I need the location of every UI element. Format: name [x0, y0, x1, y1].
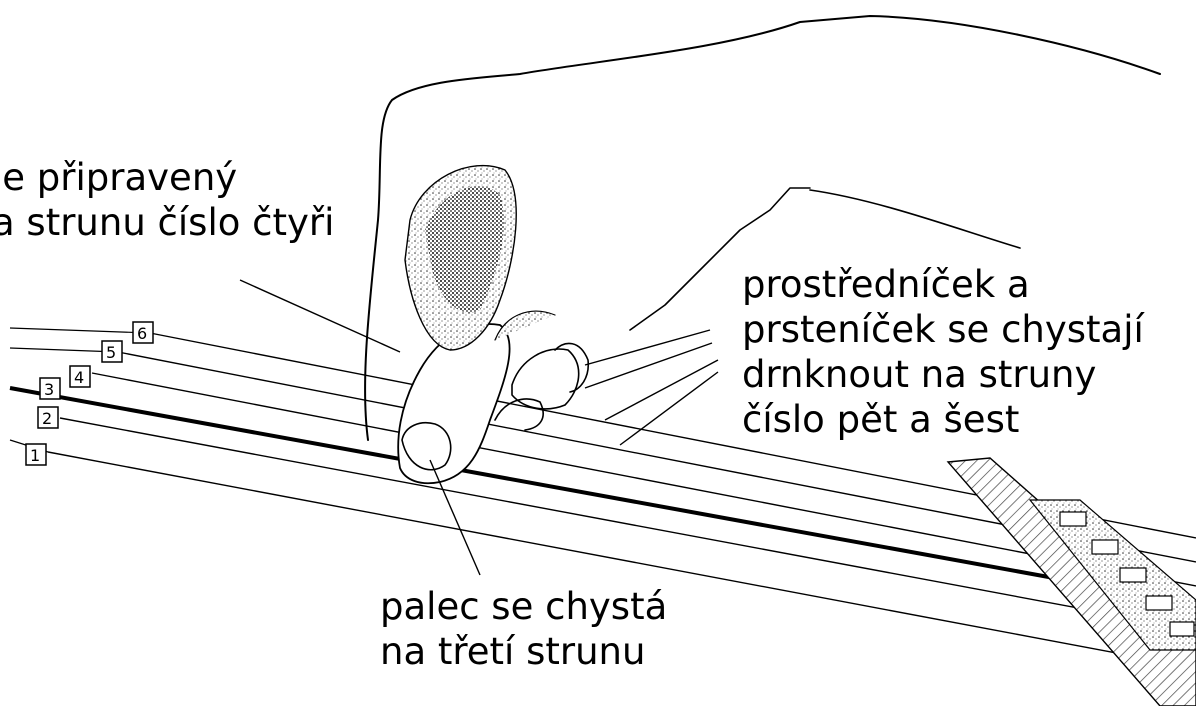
svg-text:3: 3 — [44, 380, 54, 399]
caption-middle-ring: prostředníček a prsteníček se chystají d… — [742, 262, 1144, 442]
caption-middle-line-3: drnknout na struny — [742, 352, 1144, 397]
caption-index-line-2: a strunu číslo čtyři — [0, 200, 334, 245]
svg-text:4: 4 — [74, 368, 84, 387]
caption-index-line-1: je připravený — [0, 155, 334, 200]
pointer-thumb — [430, 460, 480, 575]
string-box-2: 2 — [38, 407, 58, 428]
svg-text:6: 6 — [137, 324, 147, 343]
svg-text:2: 2 — [42, 409, 52, 428]
caption-middle-line-4: číslo pět a šest — [742, 397, 1144, 442]
string-box-4: 4 — [70, 366, 90, 387]
caption-thumb-line-1: palec se chystá — [380, 584, 667, 629]
string-number-boxes: 1 2 3 4 5 6 — [26, 322, 153, 465]
pointer-middle-3 — [605, 360, 718, 420]
pointer-middle-2 — [585, 343, 712, 388]
guitar-bridge — [948, 458, 1196, 706]
svg-text:5: 5 — [106, 343, 116, 362]
caption-index-finger: je připravený a strunu číslo čtyři — [0, 155, 334, 245]
pointer-middle-1 — [585, 330, 710, 365]
pointer-index — [240, 280, 400, 352]
caption-thumb: palec se chystá na třetí strunu — [380, 584, 667, 674]
string-box-6: 6 — [133, 322, 153, 343]
caption-middle-line-2: prsteníček se chystají — [742, 307, 1144, 352]
string-box-3: 3 — [40, 378, 60, 399]
string-box-1: 1 — [26, 444, 46, 465]
svg-text:1: 1 — [30, 446, 40, 465]
string-box-5: 5 — [102, 341, 122, 362]
caption-thumb-line-2: na třetí strunu — [380, 629, 667, 674]
caption-middle-line-1: prostředníček a — [742, 262, 1144, 307]
